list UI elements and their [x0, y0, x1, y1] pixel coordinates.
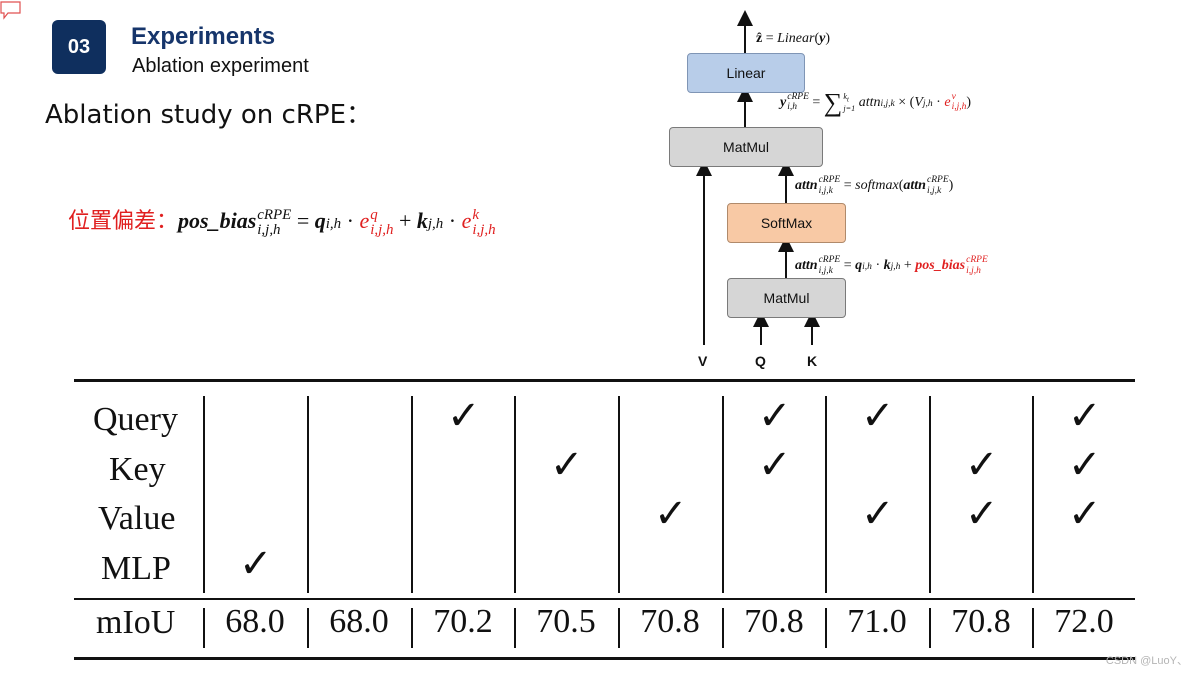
column-separator: [514, 396, 516, 593]
miou-value: 70.8: [744, 603, 804, 640]
section-subtitle: Ablation experiment: [132, 55, 309, 77]
softmax-block: SoftMax: [727, 203, 846, 243]
check-mark-value: ✓: [1068, 491, 1102, 537]
section-number-badge: 03: [52, 20, 106, 74]
row-label-mlp: MLP: [101, 550, 171, 587]
check-mark-key: ✓: [550, 442, 584, 488]
table-mid-rule: [74, 598, 1135, 600]
column-separator: [929, 608, 931, 648]
row-label-value: Value: [98, 500, 176, 537]
column-separator: [411, 396, 413, 593]
input-label-k: K: [807, 353, 818, 369]
check-mark-key: ✓: [965, 442, 999, 488]
row-label-query: Query: [93, 401, 178, 438]
miou-value: 68.0: [329, 603, 389, 640]
column-separator: [929, 396, 931, 593]
column-separator: [1032, 396, 1034, 593]
table-bottom-rule: [74, 657, 1135, 660]
check-mark-mlp: ✓: [239, 541, 273, 587]
comment-icon[interactable]: [0, 0, 22, 22]
check-mark-query: ✓: [861, 393, 895, 439]
column-separator: [203, 608, 205, 648]
check-mark-key: ✓: [1068, 442, 1102, 488]
column-separator: [1032, 608, 1034, 648]
row-label-miou: mIoU: [96, 604, 176, 641]
matmul-bottom-block: MatMul: [727, 278, 846, 318]
matmul-top-block: MatMul: [669, 127, 823, 167]
column-separator: [825, 396, 827, 593]
miou-value: 68.0: [225, 603, 285, 640]
formula-label: 位置偏差：: [68, 208, 179, 233]
column-separator: [307, 608, 309, 648]
check-mark-query: ✓: [447, 393, 481, 439]
section-title: Experiments: [131, 23, 276, 50]
input-label-q: Q: [755, 353, 766, 369]
equation-output: ẑ = Linear(y): [756, 31, 831, 46]
watermark: CSDN @LuoY、: [1105, 655, 1188, 667]
column-separator: [411, 608, 413, 648]
miou-value: 70.8: [951, 603, 1011, 640]
check-mark-value: ✓: [965, 491, 999, 537]
row-label-key: Key: [109, 451, 166, 488]
check-mark-key: ✓: [758, 442, 792, 488]
slide-heading: Ablation study on cRPE：: [45, 100, 373, 130]
column-separator: [722, 396, 724, 593]
check-mark-query: ✓: [1068, 393, 1102, 439]
miou-value: 72.0: [1054, 603, 1114, 640]
miou-value: 70.5: [536, 603, 596, 640]
column-separator: [618, 608, 620, 648]
check-mark-value: ✓: [861, 491, 895, 537]
miou-value: 70.8: [640, 603, 700, 640]
table-top-rule: [74, 379, 1135, 382]
column-separator: [203, 396, 205, 593]
column-separator: [514, 608, 516, 648]
column-separator: [825, 608, 827, 648]
column-separator: [307, 396, 309, 593]
linear-block: Linear: [687, 53, 805, 93]
input-label-v: V: [698, 353, 708, 369]
check-mark-value: ✓: [654, 491, 688, 537]
miou-value: 71.0: [847, 603, 907, 640]
check-mark-query: ✓: [758, 393, 792, 439]
column-separator: [722, 608, 724, 648]
column-separator: [618, 396, 620, 593]
miou-value: 70.2: [433, 603, 493, 640]
